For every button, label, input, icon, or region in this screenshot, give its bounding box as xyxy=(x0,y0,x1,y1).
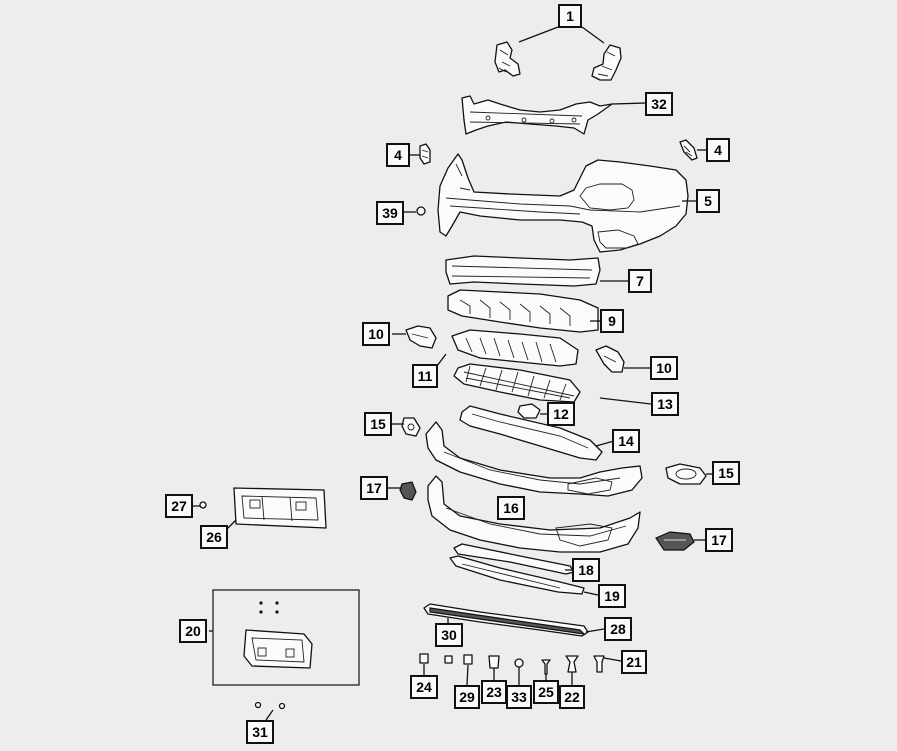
callout-24[interactable]: 24 xyxy=(410,675,438,699)
callout-12[interactable]: 12 xyxy=(547,402,575,426)
callout-5[interactable]: 5 xyxy=(696,189,720,213)
callout-26[interactable]: 26 xyxy=(200,525,228,549)
callout-7[interactable]: 7 xyxy=(628,269,652,293)
leader-19 xyxy=(583,591,599,596)
part-20-kit-box xyxy=(212,589,360,686)
callout-13[interactable]: 13 xyxy=(651,392,679,416)
leader-32 xyxy=(611,102,647,105)
part-10-left-bracket xyxy=(405,325,437,349)
part-11-grille xyxy=(451,329,579,367)
callout-11[interactable]: 11 xyxy=(412,364,438,388)
part-26-license-bracket xyxy=(233,487,327,529)
part-29-clip xyxy=(444,655,453,664)
callout-1[interactable]: 1 xyxy=(558,4,582,28)
callout-23[interactable]: 23 xyxy=(481,680,507,704)
part-17-left-insert xyxy=(399,481,417,501)
part-21-bolt xyxy=(593,655,605,673)
leader-14 xyxy=(595,440,615,447)
part-39-clip xyxy=(416,206,426,216)
callout-30[interactable]: 30 xyxy=(435,623,463,647)
leader-28 xyxy=(585,628,605,633)
part-28-skid-plate xyxy=(423,603,589,637)
part-10-right-bracket xyxy=(595,345,625,373)
callout-4-right[interactable]: 4 xyxy=(706,138,730,162)
callout-17-left[interactable]: 17 xyxy=(360,476,388,500)
callout-21[interactable]: 21 xyxy=(621,650,647,674)
callout-14[interactable]: 14 xyxy=(612,429,640,453)
callout-22[interactable]: 22 xyxy=(559,685,585,709)
part-29b-clip xyxy=(463,654,473,665)
part-14-trim-ring xyxy=(459,405,603,461)
part-12-tow-cover xyxy=(517,403,541,419)
part-5-bumper-fascia xyxy=(437,153,689,253)
part-9-energy-absorber xyxy=(447,289,599,333)
callout-15-left[interactable]: 15 xyxy=(364,412,392,436)
part-13-grille-mesh xyxy=(453,363,581,403)
callout-39[interactable]: 39 xyxy=(376,201,404,225)
callout-31[interactable]: 31 xyxy=(246,720,274,744)
part-23-nut xyxy=(488,655,500,669)
leader-13 xyxy=(599,397,652,405)
leader-11 xyxy=(436,353,447,367)
callout-16[interactable]: 16 xyxy=(497,496,525,520)
callout-33[interactable]: 33 xyxy=(506,685,532,709)
part-16-lower-fascia xyxy=(427,475,641,553)
part-15-right-bezel xyxy=(665,463,707,485)
part-lower-fascia-upper xyxy=(425,421,643,497)
leader-1-left xyxy=(518,26,559,43)
callout-29[interactable]: 29 xyxy=(454,685,480,709)
leader-26 xyxy=(226,519,237,530)
callout-4-left[interactable]: 4 xyxy=(386,143,410,167)
callout-27[interactable]: 27 xyxy=(165,494,193,518)
part-19-strip xyxy=(449,555,585,595)
callout-17-right[interactable]: 17 xyxy=(705,528,733,552)
part-4-right-clip xyxy=(679,139,698,161)
part-25-pin xyxy=(541,659,551,675)
callout-10-right[interactable]: 10 xyxy=(650,356,678,380)
part-17-right-insert xyxy=(655,531,695,551)
part-1-right-bracket xyxy=(591,44,622,81)
leader-31 xyxy=(265,709,274,721)
part-31-screws xyxy=(254,701,286,710)
callout-19[interactable]: 19 xyxy=(598,584,626,608)
callout-9[interactable]: 9 xyxy=(600,309,624,333)
callout-18[interactable]: 18 xyxy=(572,558,600,582)
callout-10-left[interactable]: 10 xyxy=(362,322,390,346)
callout-20[interactable]: 20 xyxy=(179,619,207,643)
callout-32[interactable]: 32 xyxy=(645,92,673,116)
part-27-screw xyxy=(199,501,207,509)
leader-21 xyxy=(603,657,622,662)
leader-1-right xyxy=(581,26,605,44)
part-20-license-plate xyxy=(243,601,313,669)
part-15-left-bezel xyxy=(401,417,421,437)
part-4-left-clip xyxy=(419,143,431,165)
part-7-reinforcement-beam xyxy=(445,255,601,287)
part-33-washer xyxy=(514,658,524,668)
part-1-left-bracket xyxy=(494,41,521,77)
leader-29 xyxy=(466,664,469,686)
part-32-upper-support xyxy=(461,95,613,135)
callout-25[interactable]: 25 xyxy=(533,680,559,704)
part-24-clip xyxy=(419,653,429,664)
callout-28[interactable]: 28 xyxy=(604,617,632,641)
callout-15-right[interactable]: 15 xyxy=(712,461,740,485)
part-22-push-pin xyxy=(565,655,579,673)
